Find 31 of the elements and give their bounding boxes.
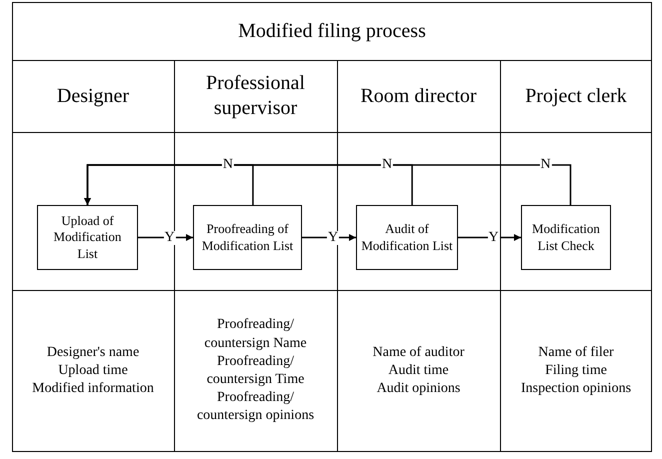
- field-text: Audit opinions: [376, 380, 462, 398]
- field-text: Audit time: [387, 362, 450, 380]
- arrow: [138, 234, 193, 241]
- field-text: Upload time: [57, 362, 129, 380]
- field-text: Proofreading/ countersign Name: [203, 316, 308, 353]
- lane-header: Project clerk: [524, 84, 628, 108]
- lane-header: Designer: [56, 84, 130, 108]
- edge-label: Y: [326, 230, 340, 244]
- edge-label: Y: [163, 230, 176, 244]
- arrow: [84, 164, 572, 205]
- field-text: Modified information: [31, 380, 155, 398]
- arrow: [302, 234, 356, 241]
- lane-header: Room director: [359, 84, 478, 108]
- process-box: [193, 205, 302, 270]
- process-text: Modification List Check: [531, 221, 601, 254]
- diagram-title: Modified filing process: [238, 19, 426, 44]
- process-text: Audit of Modification List: [361, 221, 453, 254]
- field-text: Name of auditor: [372, 344, 466, 362]
- arrow: [458, 234, 521, 241]
- field-text: Name of filer: [537, 344, 615, 362]
- process-box: [356, 205, 458, 270]
- lane-header: Professional supervisor: [205, 71, 306, 121]
- process-text: Proofreading of Modification List: [200, 221, 294, 254]
- field-text: Inspection opinions: [520, 380, 632, 398]
- field-text: Proofreading/ countersign Time: [206, 352, 306, 389]
- field-text: Designer's name: [46, 344, 140, 362]
- process-box: [37, 205, 138, 270]
- field-text: Filing time: [544, 362, 608, 380]
- field-text: Proofreading/ countersign opinions: [196, 389, 316, 426]
- process-box: [521, 205, 611, 270]
- process-text: Upload of Modification List: [52, 213, 122, 262]
